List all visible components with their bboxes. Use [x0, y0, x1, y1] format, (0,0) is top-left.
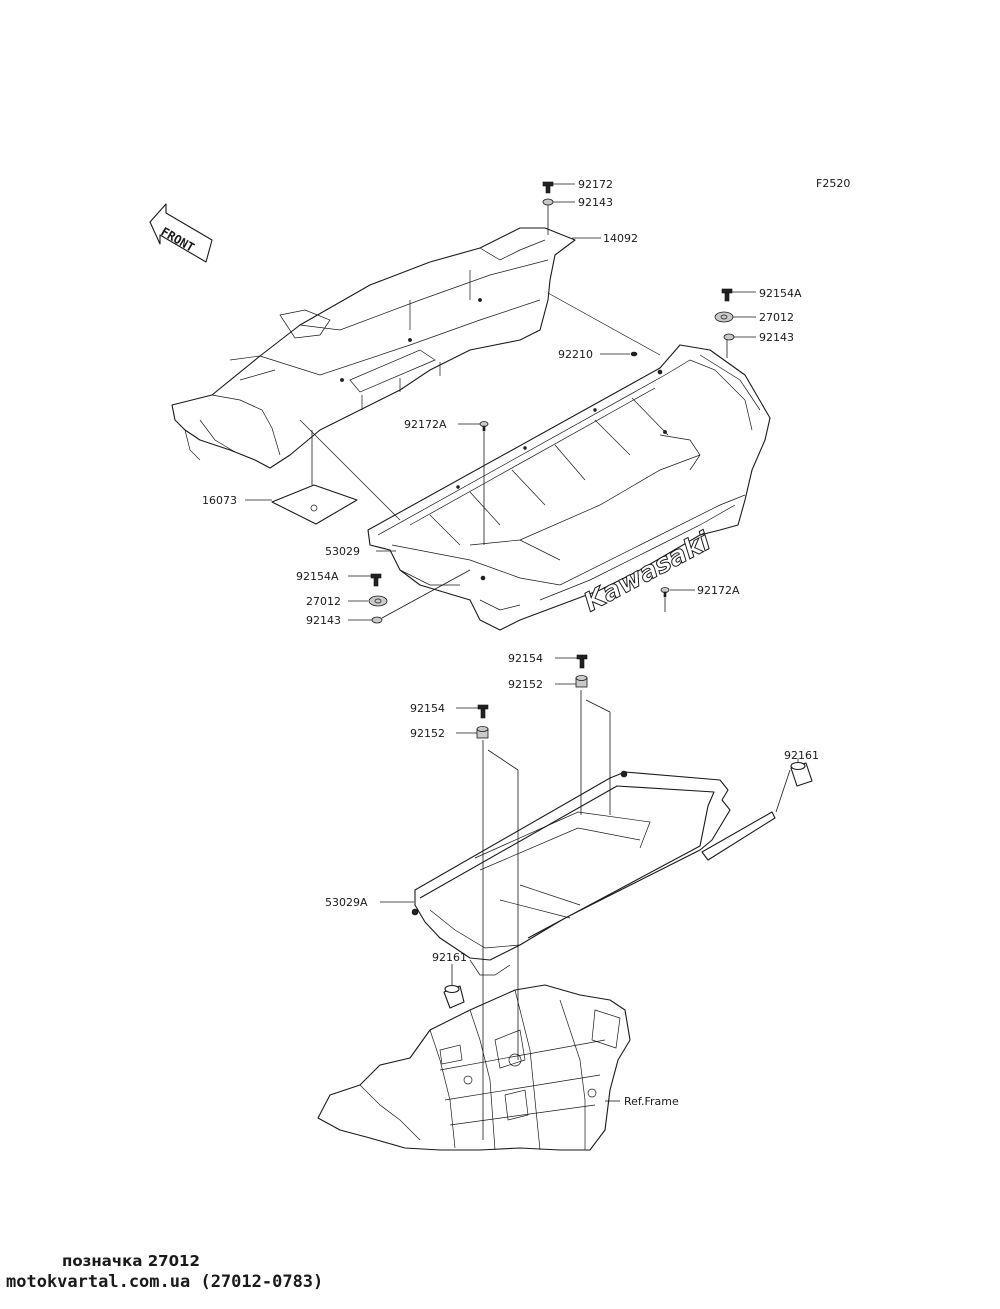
label-92143-left: 92143: [306, 614, 341, 627]
bolt-92154A-right-part: [721, 288, 733, 302]
bed-cover-part: [171, 227, 576, 469]
label-92143-top: 92143: [578, 196, 613, 209]
label-92143-right: 92143: [759, 331, 794, 344]
label-92152-right: 92152: [508, 678, 543, 691]
collar-92152-right-part: [575, 675, 588, 688]
label-92152-left: 92152: [410, 727, 445, 740]
bolt-92154A-left-part: [370, 573, 382, 587]
label-92154A-left: 92154A: [296, 570, 339, 583]
label-53029: 53029: [325, 545, 360, 558]
bush-92161-right-part: [790, 761, 813, 787]
label-16073: 16073: [202, 494, 237, 507]
label-92172: 92172: [578, 178, 613, 191]
washer-92143-right-part: [723, 333, 735, 341]
bolt-92172-part: [542, 181, 554, 194]
diagram-code: F2520: [816, 177, 850, 190]
footer-caption: позначка 27012: [62, 1252, 200, 1270]
label-92161-left: 92161: [432, 951, 467, 964]
label-ref-frame: Ref.Frame: [624, 1095, 679, 1108]
leader-lines: [245, 183, 799, 1140]
label-27012-right: 27012: [759, 311, 794, 324]
nut-92210-part: [630, 351, 638, 357]
label-27012-left: 27012: [306, 595, 341, 608]
label-14092: 14092: [603, 232, 638, 245]
washer-92143-left-part: [371, 616, 383, 624]
footer-site: motokvartal.com.ua (27012-0783): [6, 1272, 324, 1292]
label-92154-left: 92154: [410, 702, 445, 715]
bracket-27012-left-part: [368, 595, 388, 607]
plate-16073-part: [271, 484, 358, 525]
vehicle-frame-part: [317, 984, 631, 1151]
label-53029A: 53029A: [325, 896, 368, 909]
collar-92152-left-part: [476, 726, 489, 739]
bolt-92154-left-part: [477, 704, 489, 719]
front-arrow-icon: FRONT: [149, 203, 213, 263]
bracket-27012-right-part: [714, 311, 734, 323]
label-92154-right: 92154: [508, 652, 543, 665]
clip-92172A-right-part: [660, 587, 670, 598]
label-92161-right: 92161: [784, 749, 819, 762]
sub-frame-part: [411, 770, 776, 976]
bolt-92154-right-part: [576, 654, 588, 669]
label-92154A-right: 92154A: [759, 287, 802, 300]
part-labels: 92172 92143 14092 92154A 27012 92143 922…: [202, 178, 819, 1108]
label-92172A-left: 92172A: [404, 418, 447, 431]
bush-92161-left-part: [443, 984, 465, 1009]
label-92210: 92210: [558, 348, 593, 361]
label-92172A-right: 92172A: [697, 584, 740, 597]
washer-92143-top-part: [542, 198, 554, 206]
clip-92172A-left-part: [479, 421, 489, 432]
